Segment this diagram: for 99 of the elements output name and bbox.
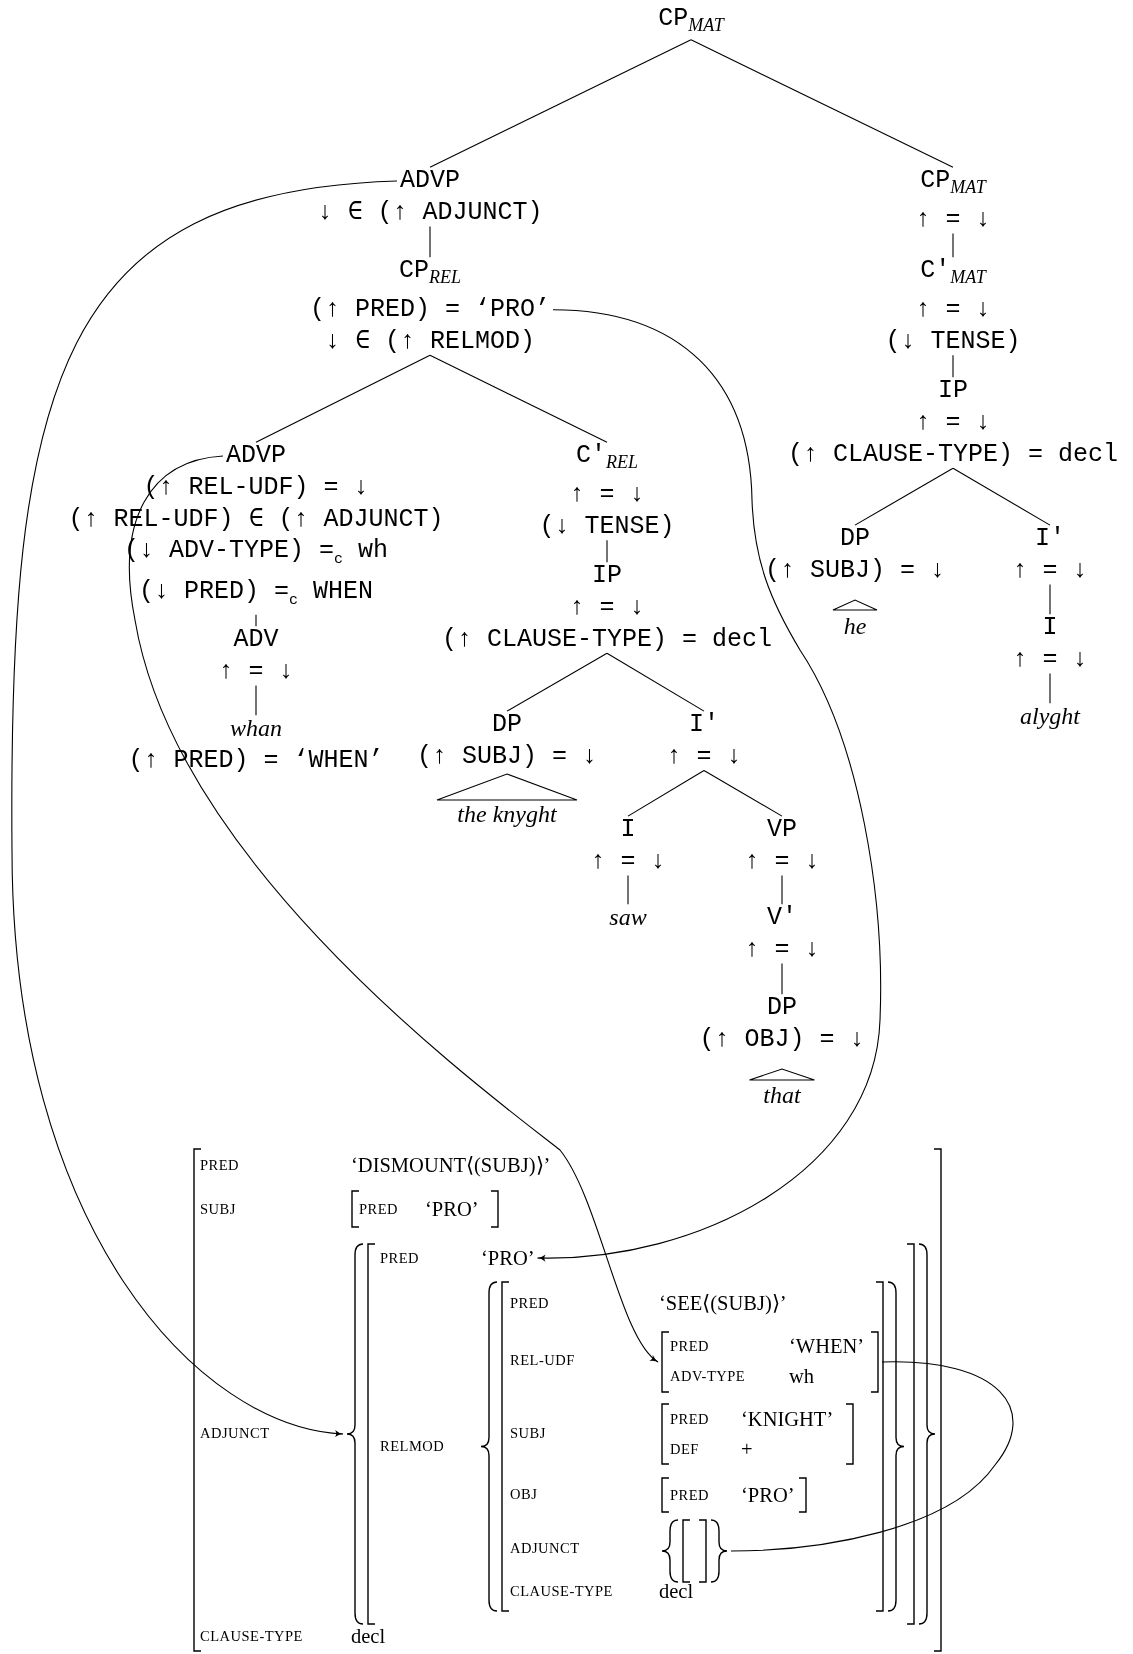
- link-curve: [730, 1361, 1014, 1552]
- tree-branch: [952, 354, 954, 378]
- category-label: I′: [1035, 523, 1065, 555]
- tree-branch: [781, 963, 783, 995]
- word-label: alyght: [1020, 702, 1080, 732]
- annotation-equation: ↑ = ↓: [1012, 643, 1088, 676]
- attribute-value: decl: [659, 1579, 694, 1603]
- tree-branch: [255, 685, 257, 716]
- annotation-equation: ↑ = ↓: [218, 655, 294, 688]
- word-label: he: [843, 612, 867, 642]
- category-label: CP$_{REL}$: [399, 255, 461, 290]
- category-label: I: [1042, 612, 1058, 644]
- attribute-name: PRED: [359, 1200, 399, 1219]
- tree-branch: [255, 614, 257, 627]
- attribute-name: REL-UDF: [510, 1351, 575, 1370]
- attribute-name: CLAUSE-TYPE: [510, 1582, 613, 1601]
- attribute-name: PRED: [670, 1486, 710, 1505]
- annotation-equation: ↑ = ↓: [590, 845, 666, 878]
- category-label: DP: [767, 992, 797, 1024]
- category-label: V′: [767, 902, 797, 934]
- tree-branch: [1049, 673, 1051, 704]
- tree-branch: [429, 39, 692, 168]
- attribute-value: ‘KNIGHT’: [741, 1407, 834, 1431]
- annotation-equation: (↑ CLAUSE-TYPE) = decl: [787, 438, 1119, 471]
- attribute-value: ‘PRO’: [425, 1197, 479, 1221]
- category-label: I′: [689, 709, 719, 741]
- attribute-value: ‘WHEN’: [789, 1334, 865, 1358]
- attribute-name: PRED: [510, 1294, 550, 1313]
- word-label: whan: [230, 714, 282, 744]
- word-label: the knyght: [457, 800, 557, 830]
- tree-branch: [429, 354, 608, 443]
- annotation-equation: (↑ PRED) = ‘PRO’: [310, 293, 550, 326]
- attribute-value: ‘DISMOUNT⟨(SUBJ)⟩’: [351, 1153, 551, 1177]
- category-label: CP$_{MAT}$: [658, 3, 724, 38]
- category-label: IP: [938, 375, 968, 407]
- annotation-equation: ↑ = ↓: [569, 591, 645, 624]
- category-label: ADV: [233, 624, 279, 656]
- tree-branch: [506, 652, 608, 712]
- tree-branch: [952, 467, 1051, 526]
- attribute-name: DEF: [670, 1440, 699, 1459]
- attribute-name: RELMOD: [380, 1437, 445, 1456]
- attribute-value: ‘SEE⟨(SUBJ)⟩’: [659, 1291, 787, 1315]
- attribute-name: PRED: [670, 1337, 710, 1356]
- tree-branch: [627, 875, 629, 905]
- attribute-name: SUBJ: [200, 1200, 236, 1219]
- category-label: C′$_{REL}$: [576, 440, 638, 475]
- attribute-name: ADJUNCT: [200, 1424, 270, 1443]
- category-label: CP$_{MAT}$: [920, 165, 986, 200]
- annotation-equation: (↑ SUBJ) = ↓: [765, 554, 945, 587]
- tree-branch: [703, 770, 783, 817]
- category-label: C′$_{MAT}$: [920, 255, 986, 290]
- attribute-value: decl: [351, 1624, 386, 1648]
- attribute-value: +: [741, 1437, 753, 1461]
- annotation-equation: ↓ ∈ (↑ ADJUNCT): [317, 196, 543, 229]
- tree-branch: [627, 770, 705, 817]
- annotation-equation: (↓ TENSE): [885, 325, 1021, 358]
- tree-branch: [690, 39, 954, 168]
- tree-branch: [781, 875, 783, 905]
- annotation-equation: (↓ TENSE): [539, 510, 675, 543]
- word-label: that: [763, 1081, 801, 1111]
- attribute-name: PRED: [670, 1410, 710, 1429]
- tree-branch: [255, 354, 431, 443]
- annotation-equation: (↓ PRED) =$_{c}$ WHEN: [138, 575, 374, 611]
- category-label: IP: [592, 560, 622, 592]
- annotation-equation: ↑ = ↓: [744, 933, 820, 966]
- annotation-equation: ↓ ∈ (↑ RELMOD): [324, 325, 536, 358]
- attribute-name: ADV-TYPE: [670, 1367, 746, 1386]
- tree-branch: [854, 467, 954, 526]
- tree-branch: [1049, 584, 1051, 615]
- category-label: I: [620, 814, 636, 846]
- attribute-name: OBJ: [510, 1485, 538, 1504]
- category-label: ADVP: [400, 165, 460, 197]
- attribute-name: CLAUSE-TYPE: [200, 1627, 303, 1646]
- word-label: saw: [609, 903, 647, 933]
- attribute-value: ‘PRO’: [741, 1483, 795, 1507]
- annotation-equation: (↑ OBJ) = ↓: [699, 1023, 865, 1056]
- attribute-value: ‘PRO’: [481, 1246, 535, 1270]
- annotation-equation: ↑ = ↓: [569, 478, 645, 511]
- attribute-name: ADJUNCT: [510, 1539, 580, 1558]
- category-label: VP: [767, 814, 797, 846]
- tree-branch: [606, 539, 608, 563]
- annotation-equation: ↑ = ↓: [744, 845, 820, 878]
- category-label: ADVP: [226, 440, 286, 472]
- attribute-value: wh: [789, 1364, 815, 1388]
- attribute-name: SUBJ: [510, 1424, 546, 1443]
- annotation-equation: (↑ CLAUSE-TYPE) = decl: [441, 623, 773, 656]
- attribute-name: PRED: [200, 1156, 240, 1175]
- category-label: DP: [492, 709, 522, 741]
- tree-branch: [429, 226, 431, 258]
- annotation-equation: ↑ = ↓: [1012, 554, 1088, 587]
- annotation-equation: ↑ = ↓: [915, 406, 991, 439]
- annotation-equation: ↑ = ↓: [915, 203, 991, 236]
- attribute-name: PRED: [380, 1249, 420, 1268]
- category-label: DP: [840, 523, 870, 555]
- annotation-equation: ↑ = ↓: [666, 740, 742, 773]
- annotation-equation: (↑ SUBJ) = ↓: [417, 740, 597, 773]
- tree-branch: [606, 652, 705, 712]
- annotation-equation: ↑ = ↓: [915, 293, 991, 326]
- tree-branch: [952, 233, 954, 258]
